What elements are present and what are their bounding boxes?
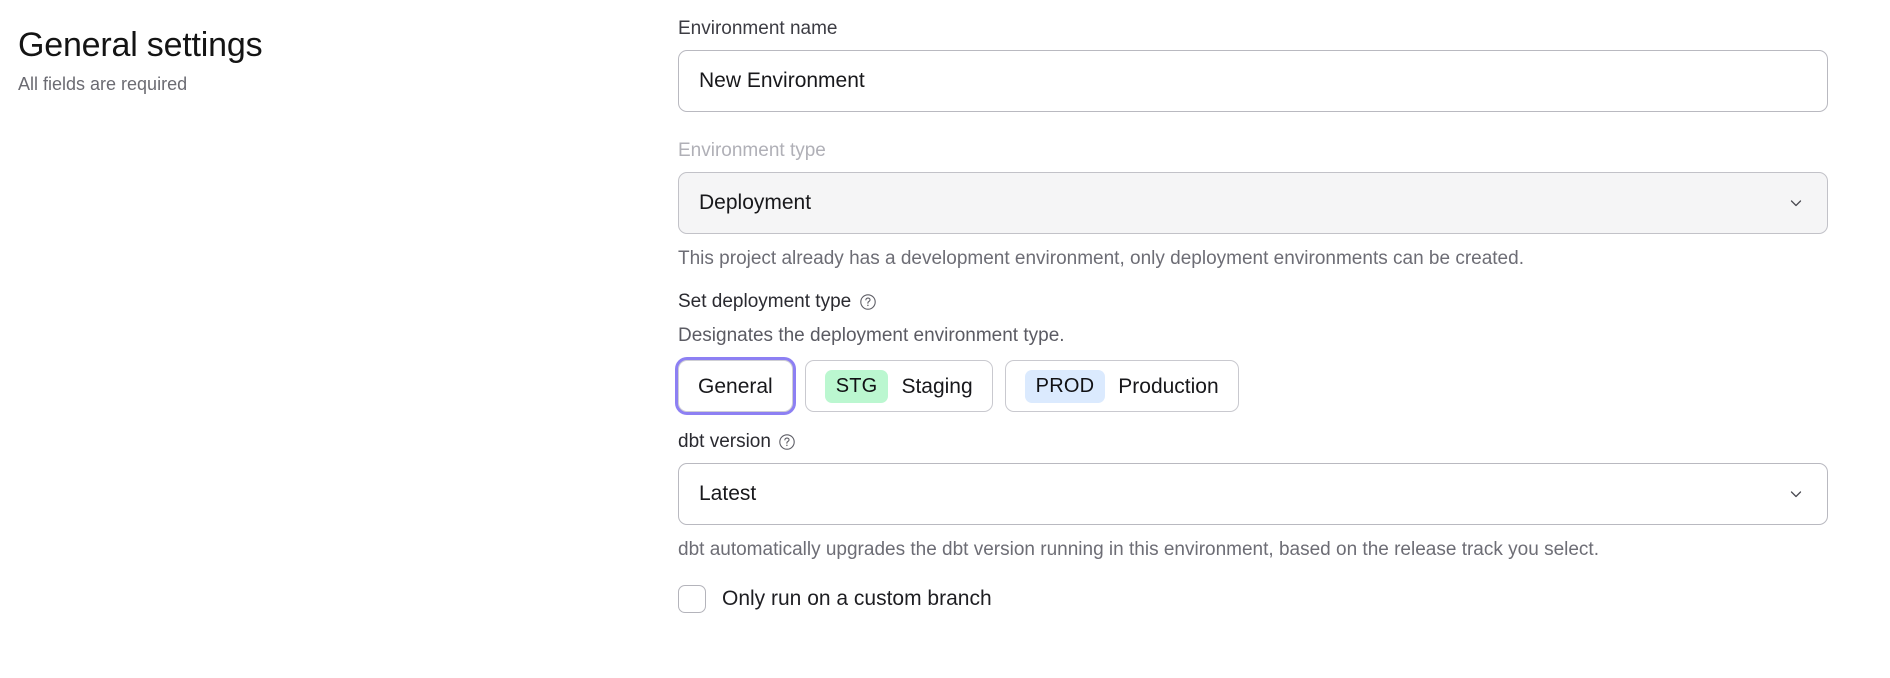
page-title: General settings — [18, 26, 263, 64]
question-circle-icon[interactable] — [778, 433, 797, 452]
question-circle-icon[interactable] — [858, 293, 877, 312]
deployment-type-option-staging[interactable]: STG Staging — [804, 360, 993, 412]
field-environment-type: Environment type Deployment This project… — [678, 138, 1828, 272]
deployment-type-option-general[interactable]: General — [678, 360, 793, 412]
environment-type-value: Deployment — [699, 191, 812, 214]
environment-type-label: Environment type — [678, 140, 826, 161]
deployment-type-label: Set deployment type — [678, 289, 1828, 315]
deployment-type-option-staging-label: Staging — [901, 374, 973, 398]
custom-branch-checkbox-row[interactable]: Only run on a custom branch — [678, 585, 1828, 613]
field-deployment-type: Set deployment type Designates the deplo… — [678, 289, 1828, 412]
chevron-down-icon — [1787, 194, 1805, 212]
page-subtitle: All fields are required — [18, 74, 188, 94]
custom-branch-checkbox[interactable] — [678, 585, 706, 613]
settings-form: Environment name Environment type Deploy… — [678, 16, 1860, 678]
deployment-type-options: General STG Staging PROD Production — [678, 360, 1828, 412]
deployment-type-option-general-label: General — [698, 374, 773, 398]
page-header-column: General settings All fields are required — [0, 16, 678, 678]
dbt-version-helper-text: dbt automatically upgrades the dbt versi… — [678, 539, 1599, 560]
deployment-type-option-production-label: Production — [1118, 374, 1219, 398]
field-dbt-version: dbt version Latest dbt automatica — [678, 429, 1828, 563]
environment-type-helper-text: This project already has a development e… — [678, 248, 1524, 269]
dbt-version-label: dbt version — [678, 429, 1828, 455]
environment-name-input[interactable] — [678, 50, 1828, 112]
deployment-type-label-text: Set deployment type — [678, 291, 852, 312]
deployment-type-description: Designates the deployment environment ty… — [678, 325, 1065, 346]
dbt-version-select[interactable]: Latest — [678, 463, 1828, 525]
custom-branch-label: Only run on a custom branch — [722, 587, 992, 610]
environment-type-select[interactable]: Deployment — [678, 172, 1828, 234]
deployment-type-option-production[interactable]: PROD Production — [1004, 360, 1239, 412]
dbt-version-label-text: dbt version — [678, 431, 771, 452]
production-badge: PROD — [1024, 369, 1106, 403]
staging-badge: STG — [824, 369, 889, 403]
dbt-version-value: Latest — [699, 482, 757, 505]
chevron-down-icon — [1787, 485, 1805, 503]
environment-name-label: Environment name — [678, 18, 838, 39]
field-environment-name: Environment name — [678, 16, 1828, 112]
